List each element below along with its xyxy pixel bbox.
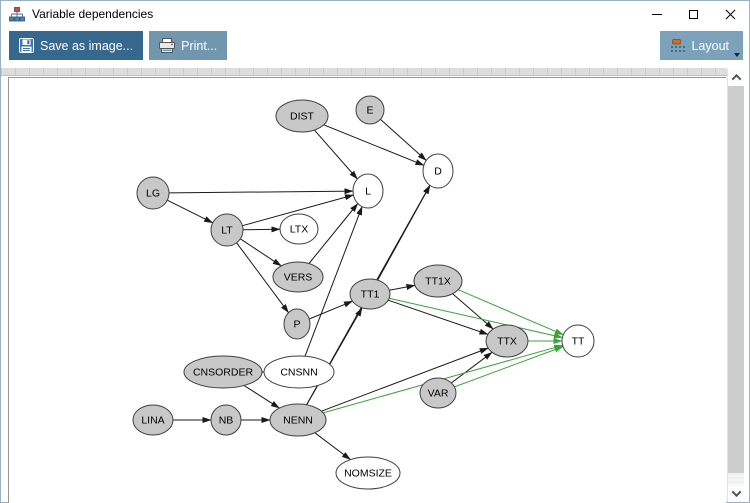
- graph-node-VERS[interactable]: VERS: [272, 261, 324, 293]
- graph-node-NOMSIZE[interactable]: NOMSIZE: [335, 456, 401, 490]
- graph-node-LG[interactable]: LG: [136, 176, 170, 210]
- graph-node-label: LG: [146, 188, 160, 200]
- graph-node-CNSNN[interactable]: CNSNN: [263, 355, 335, 389]
- graph-edge-NENN-NOMSIZE: [314, 432, 351, 460]
- graph-node-label: CNSNN: [280, 367, 317, 379]
- graph-edge-TT1X-TT: [458, 289, 564, 336]
- layout-button[interactable]: Layout: [660, 31, 743, 60]
- close-icon: [725, 9, 736, 20]
- graph-edge-LT-L: [242, 194, 354, 227]
- graph-node-label: NOMSIZE: [344, 468, 392, 480]
- graph-node-CNSORDER[interactable]: CNSORDER: [183, 355, 263, 389]
- graph-edge-CNSORDER-NENN: [243, 385, 280, 409]
- graph-node-TT1X[interactable]: TT1X: [413, 264, 463, 298]
- graph-edge-TT1-TT1X: [389, 284, 416, 291]
- layout-label: Layout: [691, 38, 729, 53]
- content-area: DIST E D LG L LT LTX VERS TT1 TT1X P TTX TT CNSORDER C…: [1, 67, 749, 503]
- graph-node-label: TT1: [361, 289, 380, 301]
- graph-edge-TT1X-TTX: [452, 293, 494, 330]
- save-as-image-button[interactable]: Save as image...: [9, 31, 144, 60]
- window-title: Variable dependencies: [32, 7, 154, 21]
- graph-node-label: CNSORDER: [193, 367, 254, 379]
- graph-node-label: DIST: [290, 111, 315, 123]
- graph-edge-DIST-D: [323, 124, 425, 166]
- layout-dropdown-caret-icon: [734, 53, 740, 57]
- graph-edge-VAR-TTX: [451, 351, 493, 384]
- graph-edge-LG-L: [168, 188, 354, 195]
- graph-node-label: D: [434, 166, 442, 178]
- graph-edge-P-TT1: [309, 300, 353, 320]
- minimize-icon: [651, 13, 662, 15]
- graph-node-E[interactable]: E: [355, 95, 385, 125]
- horizontal-scrollbar[interactable]: [1, 68, 727, 76]
- printer-icon: [159, 38, 176, 53]
- print-label: Print...: [181, 38, 218, 53]
- layout-icon: [671, 38, 686, 52]
- graph-node-L[interactable]: L: [352, 173, 384, 209]
- graph-edge-TT1-TT: [388, 297, 563, 339]
- graph-node-label: NENN: [283, 415, 313, 427]
- graph-edge-LT-LTX: [242, 226, 281, 233]
- dependency-graph-canvas[interactable]: DIST E D LG L LT LTX VERS TT1 TT1X P TTX TT CNSORDER C…: [8, 77, 726, 503]
- graph-node-label: E: [366, 105, 373, 117]
- graph-node-label: NB: [219, 415, 234, 427]
- graph-node-label: TT: [572, 336, 585, 348]
- scroll-up-button[interactable]: [728, 69, 744, 86]
- graph-edge-LT-VERS: [240, 238, 282, 267]
- vertical-scrollbar[interactable]: [727, 69, 744, 502]
- graph-node-LINA[interactable]: LINA: [132, 404, 174, 436]
- graph-edge-VERS-L: [308, 203, 359, 264]
- maximize-icon: [689, 9, 698, 19]
- graph-node-NB[interactable]: NB: [210, 404, 242, 436]
- titlebar: Variable dependencies: [1, 1, 749, 27]
- graph-node-label: L: [365, 186, 371, 198]
- scroll-down-button[interactable]: [728, 485, 744, 502]
- maximize-button[interactable]: [675, 1, 712, 27]
- graph-node-label: VAR: [428, 388, 449, 400]
- graph-edge-NENN-TTX: [321, 347, 489, 412]
- minimize-button[interactable]: [638, 1, 675, 27]
- graph-edge-CNSNN-L: [304, 206, 363, 357]
- graph-node-label: LTX: [290, 224, 308, 236]
- graph-node-label: LINA: [141, 415, 164, 427]
- graph-node-P[interactable]: P: [283, 308, 311, 340]
- close-button[interactable]: [712, 1, 749, 27]
- graph-node-TT1[interactable]: TT1: [349, 278, 391, 310]
- graph-edge-LT-P: [236, 242, 289, 314]
- graph-node-label: P: [293, 319, 300, 331]
- graph-edge-DIST-L: [314, 129, 358, 180]
- chevron-up-icon: [731, 73, 741, 84]
- graph-edge-LG-LT: [167, 199, 214, 224]
- graph-node-LT[interactable]: LT: [210, 213, 244, 247]
- graph-edge-TT1-TTX: [388, 299, 489, 335]
- graph-node-label: VERS: [284, 272, 313, 284]
- graph-node-label: TT1X: [425, 276, 451, 288]
- scrollbar-track[interactable]: [728, 86, 744, 485]
- graph-node-D[interactable]: D: [422, 153, 454, 189]
- graph-node-NENN[interactable]: NENN: [269, 403, 327, 437]
- graph-edge-TT1-D: [377, 184, 431, 281]
- graph-node-label: LT: [221, 225, 233, 237]
- scrollbar-thumb[interactable]: [728, 86, 744, 474]
- graph-node-VAR[interactable]: VAR: [419, 377, 457, 409]
- graph-node-label: TTX: [497, 336, 517, 348]
- graph-node-TT[interactable]: TT: [561, 324, 595, 358]
- graph-edge-VAR-TT: [454, 346, 564, 388]
- toolbar: Save as image... Print... Layout: [1, 27, 749, 67]
- save-as-image-label: Save as image...: [40, 38, 134, 53]
- chevron-down-icon: [731, 487, 741, 498]
- graph-node-TTX[interactable]: TTX: [485, 324, 529, 358]
- graph-edge-E-D: [380, 118, 427, 161]
- graph-node-DIST[interactable]: DIST: [275, 99, 329, 133]
- print-button[interactable]: Print...: [149, 31, 228, 60]
- floppy-disk-icon: [19, 38, 34, 53]
- dependency-graph: DIST E D LG L LT LTX VERS TT1 TT1X P TTX TT CNSORDER C…: [132, 95, 595, 490]
- app-icon: [9, 6, 25, 21]
- graph-node-LTX[interactable]: LTX: [279, 213, 319, 245]
